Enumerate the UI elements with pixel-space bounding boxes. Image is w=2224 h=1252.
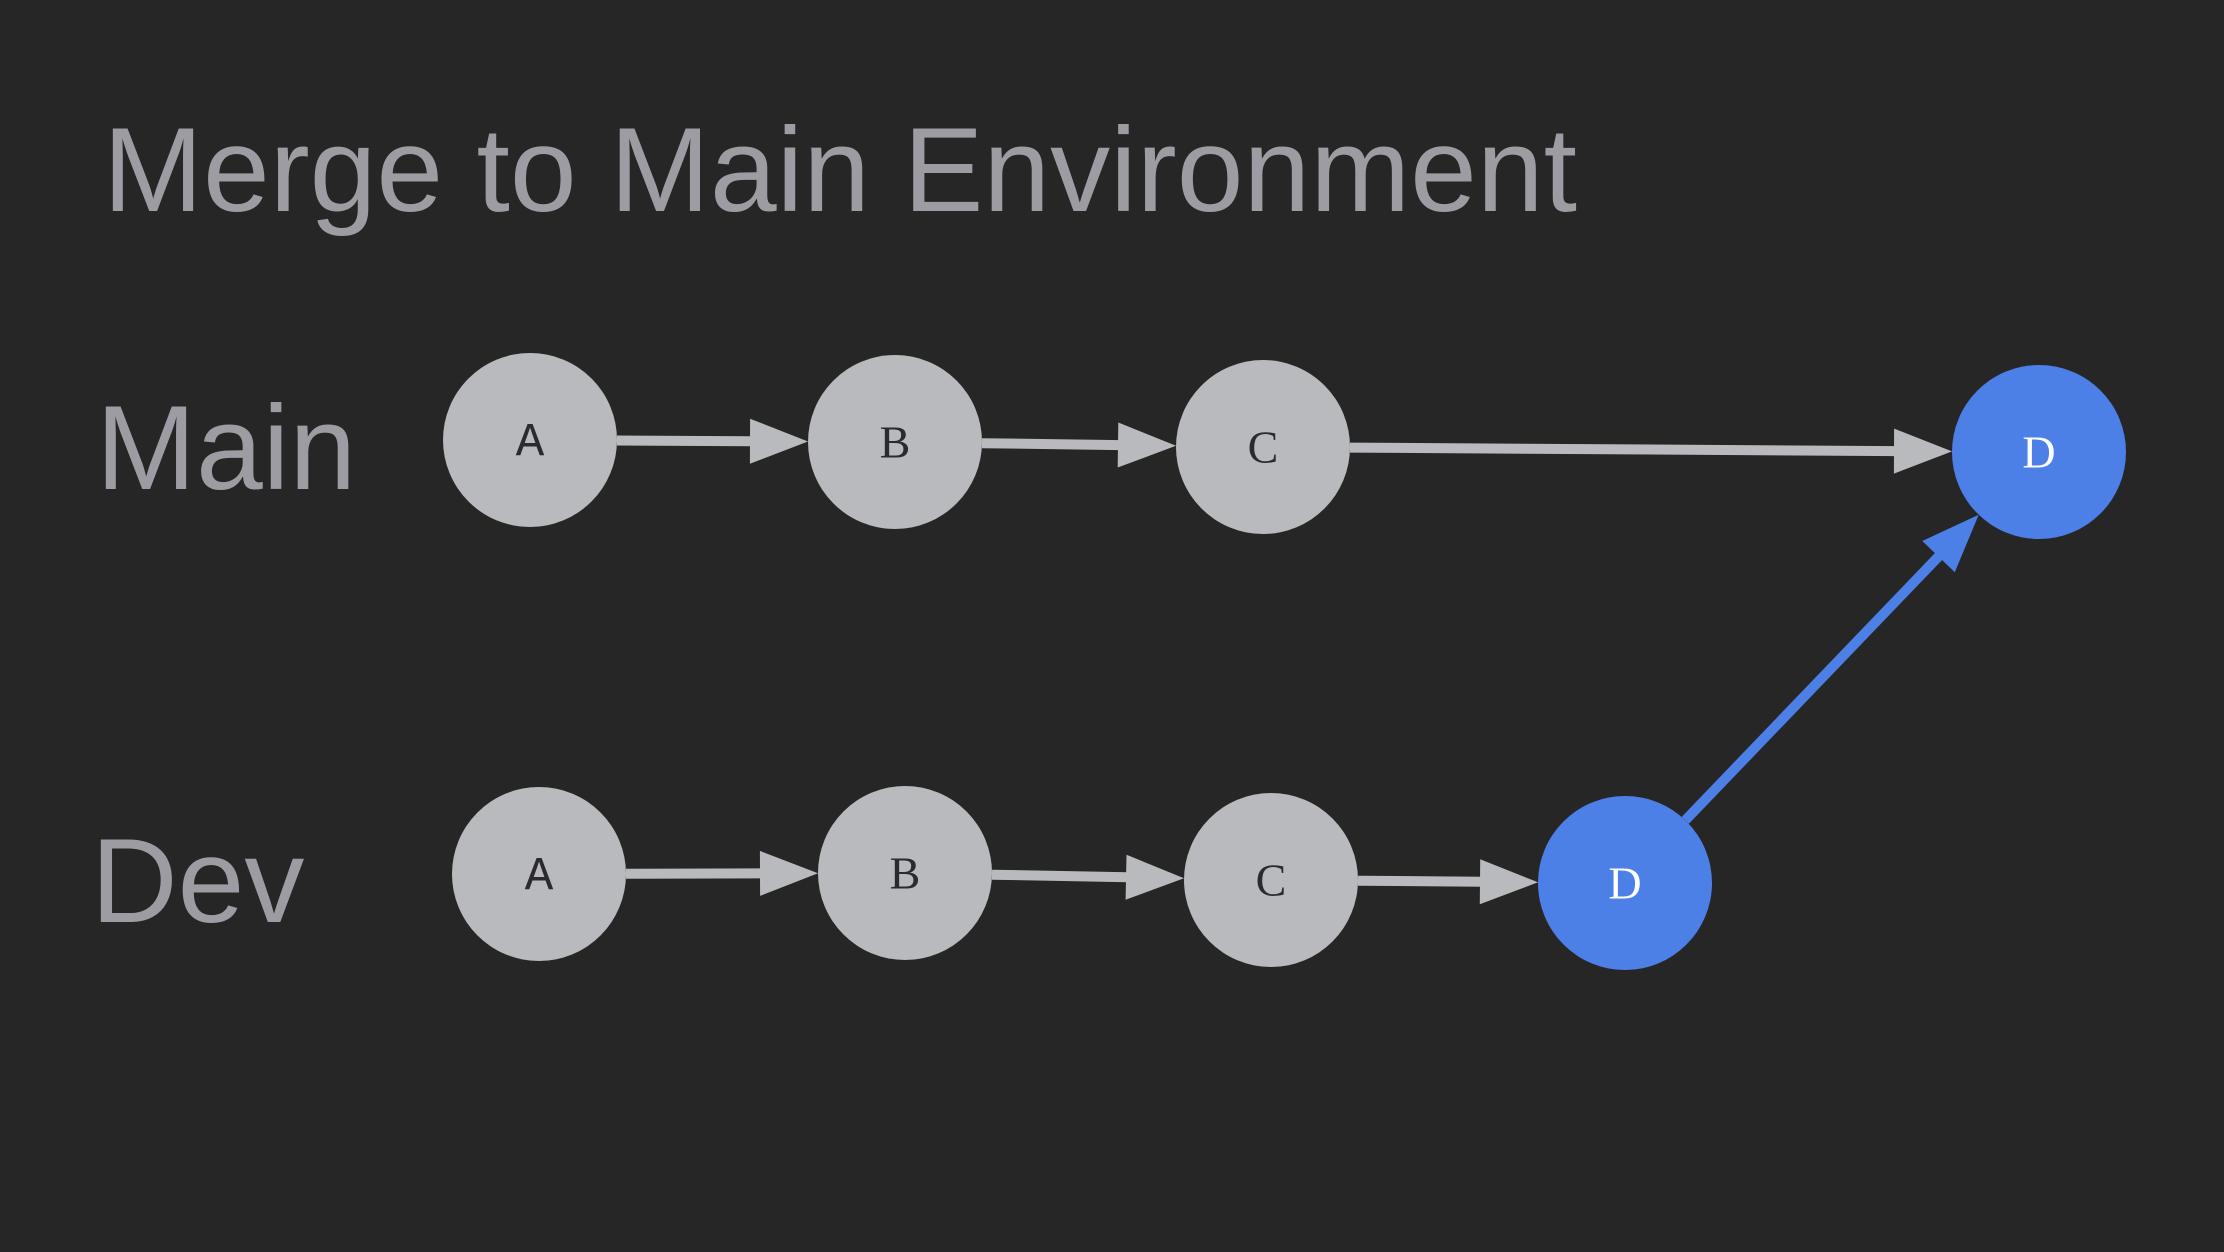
svg-text:C: C	[1256, 855, 1287, 906]
svg-text:A: A	[516, 417, 545, 471]
svg-text:B: B	[880, 417, 911, 468]
svg-text:A: A	[525, 851, 554, 905]
svg-text:Dev: Dev	[91, 814, 304, 948]
svg-text:D: D	[2022, 427, 2055, 478]
svg-text:C: C	[1248, 422, 1279, 473]
svg-text:D: D	[1608, 858, 1641, 909]
svg-text:Main: Main	[96, 381, 356, 515]
svg-text:Merge to Main Environment: Merge to Main Environment	[103, 103, 1577, 237]
svg-text:B: B	[890, 848, 921, 899]
